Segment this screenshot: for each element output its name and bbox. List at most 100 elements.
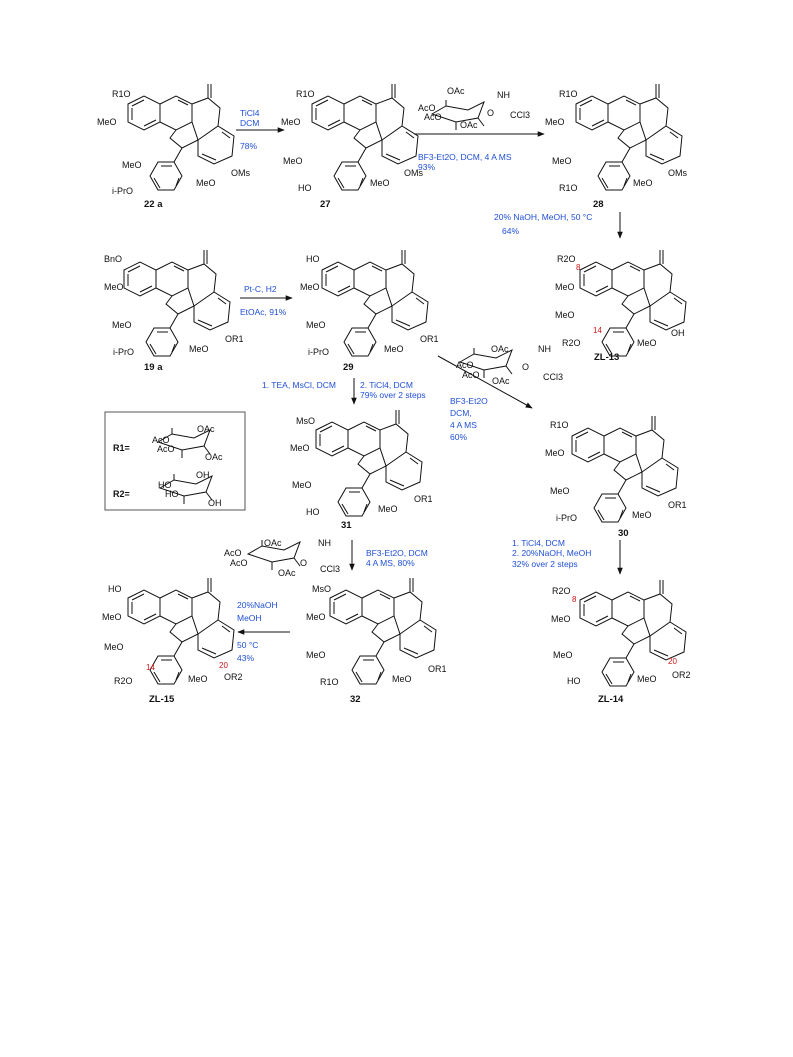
- ipro-label-30: i-PrO: [556, 513, 577, 523]
- meo-aryl-label-zl14: MeO: [553, 650, 573, 660]
- meo-bottom-label-30: MeO: [632, 510, 652, 520]
- compound-32-label: 32: [350, 694, 361, 705]
- compound-28-label: 28: [593, 199, 604, 210]
- condition-r2-line2: 93%: [418, 162, 435, 172]
- or1-label-29: OR1: [420, 334, 439, 344]
- compound-28-structure: [575, 83, 683, 191]
- condition-r6-line4: 60%: [450, 432, 467, 442]
- legend-oh-1: OH: [196, 470, 210, 480]
- compound-22a-structure: [127, 83, 235, 191]
- meo-label-29: MeO: [300, 282, 320, 292]
- condition-r1-line2: DCM: [240, 118, 259, 128]
- oh-label-zl13: OH: [671, 328, 685, 338]
- reagent-o: O: [487, 108, 494, 118]
- compound-30-label: 30: [618, 528, 629, 539]
- condition-r6-line3: 4 A MS: [450, 420, 477, 430]
- or1-label-30: OR1: [668, 500, 687, 510]
- ho-label-29: HO: [306, 254, 320, 264]
- reagent3-aco-2: AcO: [230, 558, 248, 568]
- atom-number-20-zl14: 20: [668, 657, 677, 666]
- meo-label-22a: MeO: [97, 117, 117, 127]
- reagent-oac-2: OAc: [460, 120, 478, 130]
- meo-label-30: MeO: [545, 448, 565, 458]
- condition-r7-line1: BF3-Et2O, DCM: [366, 548, 428, 558]
- atom-number-8-zl14: 8: [572, 595, 577, 604]
- reagent2-aco-2: AcO: [462, 370, 480, 380]
- condition-r8-line1: 1. TiCl4, DCM: [512, 538, 565, 548]
- reagent3-o: O: [300, 558, 307, 568]
- or1-label-31: OR1: [414, 494, 433, 504]
- meo-bottom-label-29: MeO: [384, 344, 404, 354]
- legend-ho-1: HO: [158, 480, 172, 490]
- condition-r5-line2: 2. TiCl4, DCM: [360, 380, 413, 390]
- meo-aryl-label-zl15: MeO: [104, 642, 124, 652]
- condition-r2-line1: BF3-Et2O, DCM, 4 A MS: [418, 152, 512, 162]
- ho-aryl-label-31: HO: [306, 507, 320, 517]
- or1-label-19a: OR1: [225, 334, 244, 344]
- compound-22a-label: 22 a: [144, 199, 163, 210]
- ipro-label-19a: i-PrO: [113, 347, 134, 357]
- legend-oac: OAc: [197, 424, 215, 434]
- meo-label-28: MeO: [545, 117, 565, 127]
- r1o-aryl-label-32: R1O: [320, 677, 339, 687]
- condition-r5-line1: 1. TEA, MsCl, DCM: [262, 380, 336, 390]
- condition-r8-line3: 32% over 2 steps: [512, 559, 578, 569]
- reagent2-o: O: [522, 362, 529, 372]
- meo-bottom-label-19a: MeO: [189, 344, 209, 354]
- oms-label-28: OMs: [668, 168, 687, 178]
- condition-r6-line2: DCM,: [450, 408, 472, 418]
- legend-oac-2: OAc: [205, 452, 223, 462]
- atom-number-14-zl15: 14: [146, 663, 155, 672]
- condition-r9-line1: 20%NaOH: [237, 600, 278, 610]
- atom-number-14-zl13: 14: [593, 326, 602, 335]
- reagent3-ccl3: CCl3: [320, 564, 340, 574]
- reagent-ccl3: CCl3: [510, 110, 530, 120]
- reagent2-oac-2: OAc: [492, 376, 510, 386]
- compound-27-structure: [311, 83, 419, 191]
- meo-bottom-label-zl14: MeO: [637, 674, 657, 684]
- compound-31-label: 31: [341, 520, 352, 531]
- legend-r2: R2=: [113, 489, 130, 499]
- meo-bottom-label-28: MeO: [633, 178, 653, 188]
- compound-zl13-label: ZL-13: [594, 352, 619, 363]
- r2o-aryl-label-zl15: R2O: [114, 676, 133, 686]
- reagent3-nh: NH: [318, 538, 331, 548]
- or2-label-zl15: OR2: [224, 672, 243, 682]
- reagent2-aco-1: AcO: [456, 360, 474, 370]
- reagent-aco-1: AcO: [418, 103, 436, 113]
- compound-zl15-label: ZL-15: [149, 694, 175, 705]
- reagent3-oac: OAc: [264, 538, 282, 548]
- reagent2-oac: OAc: [491, 344, 509, 354]
- compound-zl14-structure: [579, 579, 687, 687]
- or1-label-32: OR1: [428, 664, 447, 674]
- meo-aryl-label-zl13: MeO: [555, 310, 575, 320]
- meo-label-zl15: MeO: [102, 612, 122, 622]
- r1o-label-22a: R1O: [112, 89, 131, 99]
- compound-30-structure: [571, 415, 679, 523]
- meo-bottom-label-27: MeO: [370, 178, 390, 188]
- compound-19a-label: 19 a: [144, 362, 163, 373]
- condition-r9-line3: 50 °C: [237, 640, 258, 650]
- meo-aryl-label-19a: MeO: [112, 320, 132, 330]
- legend-ho-2: HO: [165, 489, 179, 499]
- reagent2-nh: NH: [538, 344, 551, 354]
- condition-r9-line4: 43%: [237, 653, 254, 663]
- reagent3-aco-1: AcO: [224, 548, 242, 558]
- meo-label-zl13: MeO: [555, 282, 575, 292]
- meo-label-27: MeO: [281, 117, 301, 127]
- ipro-label-22a: i-PrO: [112, 186, 133, 196]
- condition-r4-line1: Pt-C, H2: [244, 284, 277, 294]
- reagent2-ccl3: CCl3: [543, 372, 563, 382]
- meo-aryl-label-31: MeO: [292, 480, 312, 490]
- condition-r1-line1: TiCl4: [240, 108, 260, 118]
- r2o-aryl-label-zl13: R2O: [562, 338, 581, 348]
- or2-label-zl14: OR2: [672, 670, 691, 680]
- r1o-label-28: R1O: [559, 89, 578, 99]
- meo-bottom-label-zl13: MeO: [637, 338, 657, 348]
- meo-bottom-label-22a: MeO: [196, 178, 216, 188]
- r1o-label-30: R1O: [550, 420, 569, 430]
- condition-r8-line2: 2. 20%NaOH, MeOH: [512, 548, 591, 558]
- meo-aryl-label-28: MeO: [552, 156, 572, 166]
- condition-r6-line1: BF3-Et2O: [450, 396, 488, 406]
